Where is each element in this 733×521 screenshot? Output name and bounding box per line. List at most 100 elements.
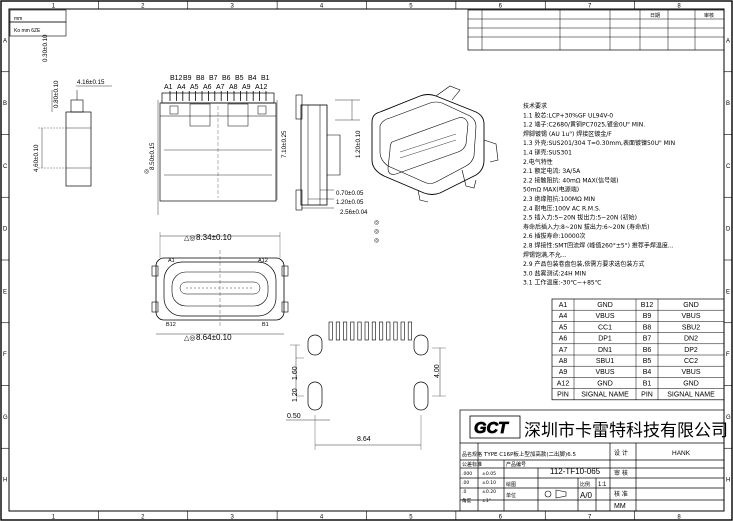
note-line: 2.5 插入力:5~20N 拔出力:5~20N (初始) (523, 214, 637, 222)
desc-label: 品名规格 (462, 451, 482, 458)
pin-table-cell: B4 (643, 369, 652, 376)
zone-row-D: D (3, 227, 8, 233)
smt-pad (379, 321, 384, 341)
zone-col-6: 6 (499, 4, 503, 10)
zone-row-B: B (726, 101, 730, 107)
designer: HANK (672, 450, 691, 457)
note-line: 焊脚镀锡 (AU 1u") 焊接区镀金/F (523, 130, 612, 138)
smt-pad (386, 321, 391, 341)
sheet-label: A/0 (580, 491, 593, 500)
pin-table-cell: GND (597, 302, 613, 309)
dim-460: 4.60±0.10 (33, 144, 40, 172)
dim-070: 0.70±0.05 (336, 190, 364, 197)
zone-col-3: 3 (230, 515, 234, 521)
dim-400: 4.00 (434, 364, 441, 378)
note-line: 3.1 工作温度:-30℃~+85℃ (523, 279, 602, 287)
pin-label-B9: B9 (183, 75, 192, 82)
rev-date-header: 日期 (650, 13, 660, 19)
note-line: 2.1 额定电流: 3A/5A (523, 167, 581, 175)
label-a12: A12 (258, 258, 268, 264)
zone-row-B: B (3, 101, 7, 107)
pin-table-cell: VBUS (681, 369, 700, 376)
smt-pad (335, 321, 340, 341)
dim-030: 0.30±0.10 (42, 34, 49, 62)
pin-label-A1: A1 (164, 84, 173, 91)
zone-col-8: 8 (677, 515, 681, 521)
check-label: 审 核 (614, 469, 628, 477)
smt-pad (364, 321, 369, 341)
zone-col-7: 7 (588, 515, 592, 521)
pin-table-cell: CC2 (684, 358, 698, 365)
dim-416: 4.16±0.15 (77, 79, 105, 86)
pin-table-cell: SIGNAL NAME (581, 392, 629, 399)
smt-pad (328, 321, 333, 341)
approve-label: 核 准 (614, 490, 628, 498)
pin-view (159, 92, 277, 202)
pin-table-cell: B12 (641, 302, 654, 309)
tol-header: 公差标准 (462, 461, 482, 468)
pin-table-cell: A9 (559, 369, 568, 376)
pin-label-B6: B6 (222, 75, 231, 82)
pin-label-B12: B12 (170, 75, 183, 82)
pin-table-cell: SBU1 (596, 358, 614, 365)
note-line: 3.0 盐雾测试:24H MIN (523, 269, 586, 277)
tol-value: ±0.20 (482, 489, 496, 495)
zone-row-H: H (3, 478, 7, 484)
projection-symbol (544, 489, 567, 499)
note-line: 2.6 插拔寿命:10000次 (523, 232, 586, 240)
note-line: 技术要求 (523, 102, 547, 110)
note-line: 2.8 焊接性:SMT回流焊 (峰值260°±5°) 推荐手焊温度... (523, 242, 674, 250)
zone-row-D: D (726, 227, 731, 233)
drawing-label: 绘图 (506, 481, 516, 488)
top-view (151, 232, 289, 335)
zone-row-G: G (3, 415, 8, 421)
note-line: 1.2 端子:C2680/黄铜PC7025,镀金0U" MIN. (523, 121, 645, 129)
zone-col-2: 2 (141, 4, 145, 10)
dim-850: 8.50±0.15 (149, 142, 156, 170)
note-line: 2.9 产品包装卷盘包装,依需方要求选包装方式 (523, 260, 644, 268)
unit-label: 单位 (506, 492, 516, 499)
partno-label: 产品编号 (506, 461, 526, 468)
note-line: 2.4 耐电压:100V AC R.M.S. (523, 204, 601, 212)
logo-text: GCT (474, 420, 509, 437)
pin-table-cell: GND (683, 302, 699, 309)
pin-table-cell: A8 (559, 358, 568, 365)
note-line: 1.4 铆壳:SUS301 (523, 149, 572, 157)
tol-value: ±0.10 (482, 480, 496, 486)
label-a1: A1 (168, 258, 175, 264)
corner-label-box: mm Ko mm 6ZE (9, 9, 67, 37)
pin-label-A12: A12 (255, 84, 268, 91)
dim-834: 8.34±0.10 (196, 233, 232, 242)
scale: 1:1 (598, 482, 607, 488)
pin-table-cell: A7 (559, 347, 568, 354)
dim-120b: 1.20±0.05 (336, 199, 364, 206)
pin-table-cell: CC1 (598, 324, 612, 331)
dim-710: 7.10±0.25 (281, 130, 288, 158)
smt-pad (350, 321, 355, 341)
pin-table-cell: DP2 (684, 347, 698, 354)
pin-table-cell: PIN (641, 392, 653, 399)
company-logo: GCT (469, 415, 521, 439)
pin-table-cell: VBUS (595, 313, 614, 320)
pin-table-cell: A12 (557, 380, 570, 387)
note-line: 2.3 绝缘阻抗:100MΩ MIN (523, 195, 595, 203)
tol-key: .000 (462, 471, 472, 477)
pin-table-cell: A6 (559, 336, 568, 343)
pin-table-cell: DN2 (684, 336, 698, 343)
dim-160: 1.60 (292, 366, 299, 380)
company-name: 深圳市卡雷特科技有限公司 (524, 421, 728, 441)
zone-row-F: F (3, 352, 7, 358)
pin-label-A5: A5 (190, 84, 199, 91)
pin-table-cell: GND (683, 380, 699, 387)
smt-pad (371, 321, 376, 341)
pin-label-B8: B8 (196, 75, 205, 82)
zone-col-1: 1 (52, 515, 56, 521)
zone-col-3: 3 (230, 4, 234, 10)
